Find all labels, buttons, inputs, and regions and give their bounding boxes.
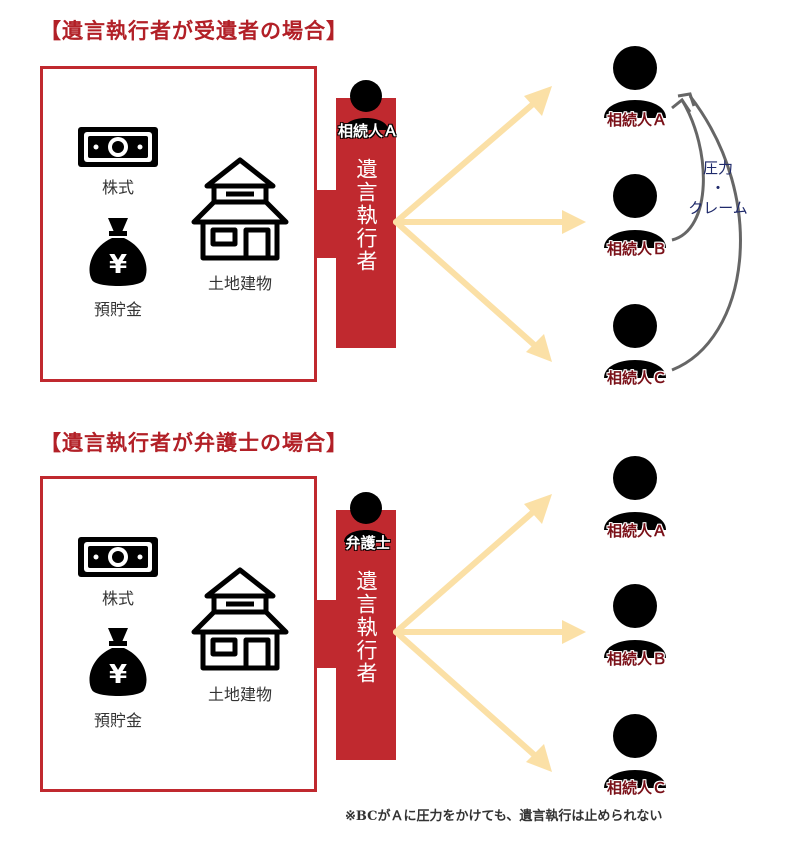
executor-label: 遺言執行者 [354, 158, 378, 273]
heir-label-b: 相続人Ｂ [606, 240, 668, 258]
arrowheads [524, 86, 586, 362]
executor-role-label: 相続人Ａ [337, 122, 399, 140]
arrowheads [524, 494, 586, 772]
asset-label-deposit: 預貯金 [93, 711, 143, 730]
executor-bar [336, 510, 396, 760]
heir-label-c: 相続人Ｃ [606, 779, 668, 797]
distribution-arrows [393, 95, 575, 353]
heir-avatar-icon-a [604, 46, 666, 118]
asset-label-stock: 株式 [101, 589, 135, 608]
asset-label-deposit: 預貯金 [93, 300, 143, 319]
executor-role-label: 弁護士 [345, 534, 391, 552]
pressure-label-line1: 圧力 [702, 159, 733, 177]
heir-label-c: 相続人Ｃ [606, 369, 668, 387]
pressure-arrows [671, 95, 742, 372]
heir-label-b: 相続人Ｂ [606, 650, 668, 668]
pressure-label-line2: ・ [710, 179, 726, 197]
asset-label-stock: 株式 [101, 178, 135, 197]
executor-bar [336, 98, 396, 348]
heir-avatar-icon-b [604, 584, 666, 658]
footnote: ※BCがＡに圧力をかけても、遺言執行は止められない [345, 809, 663, 824]
heir-label-a: 相続人Ａ [606, 522, 668, 540]
pressure-label-line3: クレーム [688, 199, 748, 217]
pressure-arrowheads [671, 92, 696, 113]
distribution-arrows [393, 503, 575, 763]
estate-executor-connector [317, 600, 336, 668]
heir-avatar-icon-a [604, 456, 666, 530]
section-title-beneficiary: 【遺言執行者が受遺者の場合】 [40, 18, 348, 43]
pressure-label: 圧力 ・ クレーム [688, 158, 748, 218]
estate-box [40, 66, 317, 382]
executor-label: 遺言執行者 [354, 570, 378, 685]
asset-label-real-estate: 土地建物 [207, 274, 273, 293]
estate-box [40, 476, 317, 792]
asset-label-real-estate: 土地建物 [207, 685, 273, 704]
section-title-lawyer: 【遺言執行者が弁護士の場合】 [40, 430, 348, 455]
heir-label-a: 相続人Ａ [606, 111, 668, 129]
estate-executor-connector [317, 190, 336, 258]
heir-avatar-icon-b [604, 174, 666, 248]
